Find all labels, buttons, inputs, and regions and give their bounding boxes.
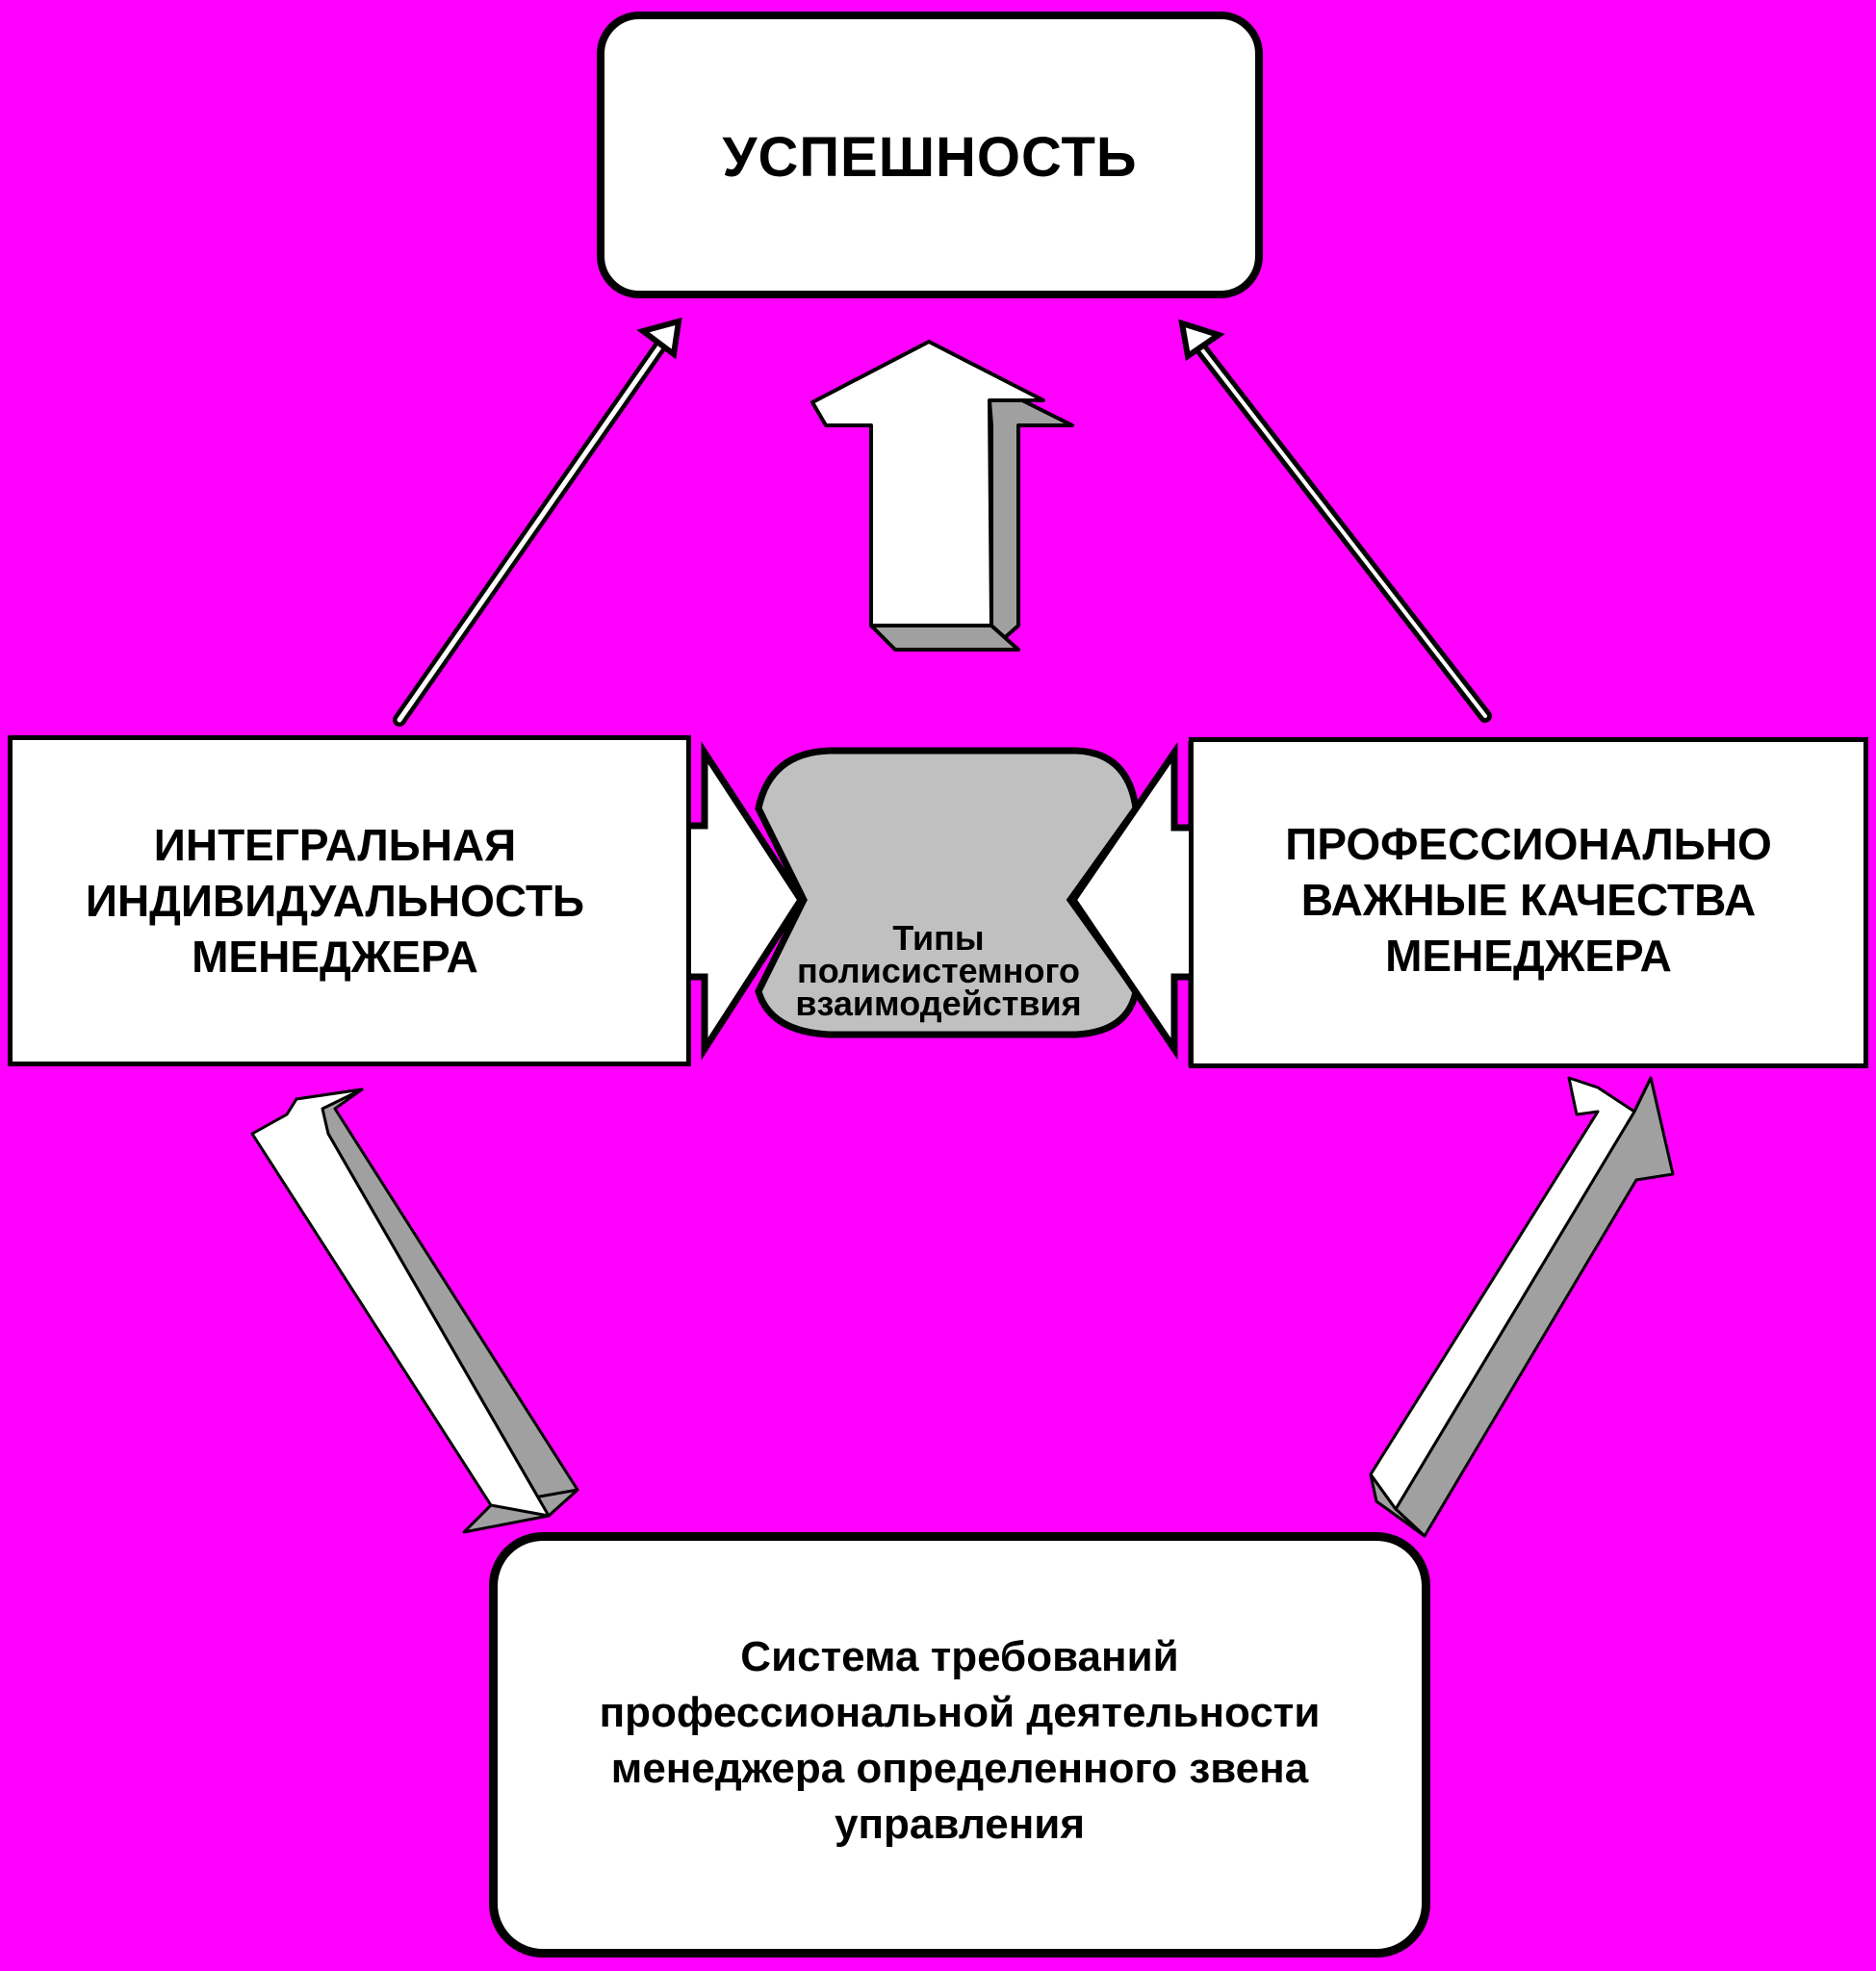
arrow-left-to-success (393, 317, 682, 727)
integral-individuality-label: ИНТЕГРАЛЬНАЯ ИНДИВИДУАЛЬНОСТЬ МЕНЕДЖЕРА (85, 820, 585, 982)
arrow-system-to-integral (250, 1088, 579, 1534)
success-box: УСПЕШНОСТЬ (597, 12, 1263, 298)
integral-individuality-box: ИНТЕГРАЛЬНАЯ ИНДИВИДУАЛЬНОСТЬ МЕНЕДЖЕРА (8, 735, 691, 1066)
requirements-system-label: Система требований профессиональной деят… (599, 1633, 1321, 1848)
right-pointer-arrow (1068, 741, 1195, 1066)
requirements-system-box: Система требований профессиональной деят… (489, 1532, 1430, 1958)
arrow-system-to-professional (1369, 1076, 1675, 1538)
arrow-right-to-success (1178, 319, 1492, 723)
left-pointer-arrow (683, 739, 806, 1063)
interaction-types-label: Типы полисистемного взаимодействия (795, 918, 1082, 1023)
professional-qualities-label: ПРОФЕССИОНАЛЬНО ВАЖНЫЕ КАЧЕСТВА МЕНЕДЖЕР… (1285, 819, 1772, 981)
success-label: УСПЕШНОСТЬ (722, 126, 1138, 189)
professional-qualities-box: ПРОФЕССИОНАЛЬНО ВАЖНЫЕ КАЧЕСТВА МЕНЕДЖЕР… (1189, 737, 1868, 1068)
arrow-center-to-success (810, 340, 1074, 652)
center-interaction-node (755, 747, 1140, 1038)
